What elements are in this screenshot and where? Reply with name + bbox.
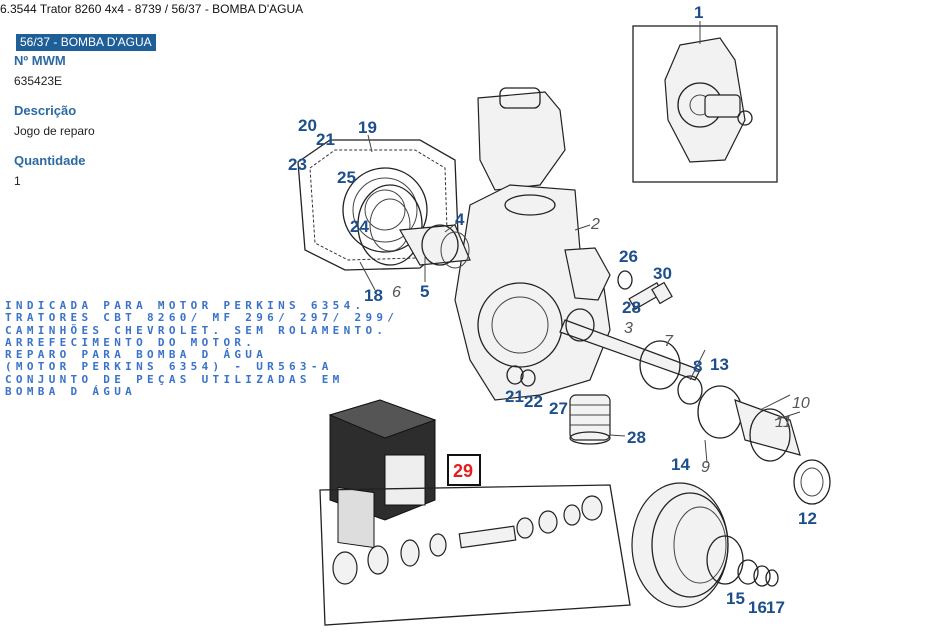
callout-17: 17 xyxy=(766,598,785,617)
callout-22: 22 xyxy=(524,392,543,411)
callout-3: 3 xyxy=(624,320,633,337)
callout-6: 6 xyxy=(392,284,401,301)
callout-9: 9 xyxy=(701,459,710,476)
callout-26: 26 xyxy=(619,247,638,266)
small-washers xyxy=(506,365,536,387)
callout-11: 11 xyxy=(775,414,792,431)
callout-28b: 28 xyxy=(627,428,646,447)
description-label: Descrição xyxy=(14,103,77,118)
callout-28: 28 xyxy=(622,298,641,317)
callout-29: 29 xyxy=(453,461,473,481)
section-badge: 56/37 - BOMBA D'AGUA xyxy=(16,34,156,51)
callout-16: 16 xyxy=(748,598,767,617)
bolt-washers xyxy=(617,270,673,311)
callout-5: 5 xyxy=(420,282,429,301)
mwm-number-label: Nº MWM xyxy=(14,53,66,68)
callout-4: 4 xyxy=(455,210,465,229)
callout-30: 30 xyxy=(653,264,672,283)
impeller-seal xyxy=(357,184,471,269)
shaft-bearing-stack xyxy=(559,308,831,505)
note-line: BOMBA D ÁGUA xyxy=(5,385,137,399)
callout-14: 14 xyxy=(671,455,690,474)
callout-15: 15 xyxy=(726,589,745,608)
callout-13: 13 xyxy=(710,355,729,374)
pulley-hub xyxy=(631,482,779,608)
callout-7: 7 xyxy=(664,333,674,350)
repair-kit xyxy=(319,399,631,626)
application-note: INDICADA PARA MOTOR PERKINS 6354. TRATOR… xyxy=(5,299,425,399)
callout-18: 18 xyxy=(364,286,383,305)
note-line: CONJUNTO DE PEÇAS UTILIZADAS EM xyxy=(5,372,344,386)
assembly-inset xyxy=(632,21,778,183)
callout-25: 25 xyxy=(337,168,356,187)
note-line: CAMINHÕES CHEVROLET. SEM ROLAMENTO. xyxy=(5,323,388,337)
quantity-label: Quantidade xyxy=(14,153,86,168)
callout-23: 23 xyxy=(288,155,307,174)
note-line: TRATORES CBT 8260/ MF 296/ 297/ 299/ xyxy=(5,311,399,325)
callout-2: 2 xyxy=(590,216,600,233)
callout-21b: 21 xyxy=(505,387,524,406)
callout-27: 27 xyxy=(549,399,568,418)
callout-numbers: 1 2 4 5 8 12 13 14 15 16 17 18 19 20 21 … xyxy=(288,3,817,617)
pump-body xyxy=(454,87,611,401)
callout-20: 20 xyxy=(298,116,317,135)
note-line: ARREFECIMENTO DO MOTOR. xyxy=(5,335,257,349)
description-value: Jogo de reparo xyxy=(14,124,95,138)
callout-8: 8 xyxy=(693,357,702,376)
callout-1: 1 xyxy=(694,3,703,22)
callout-24: 24 xyxy=(350,217,369,236)
note-line: INDICADA PARA MOTOR PERKINS 6354. xyxy=(5,299,366,312)
callout-19: 19 xyxy=(358,118,377,137)
callout-10: 10 xyxy=(792,395,810,412)
note-line: (MOTOR PERKINS 6354) - UR563-A xyxy=(5,360,333,374)
breadcrumb: 6.3544 Trator 8260 4x4 - 8739 / 56/37 - … xyxy=(0,2,304,16)
callout-21: 21 xyxy=(316,130,335,149)
hose-clamp xyxy=(569,394,611,445)
mwm-number-value: 635423E xyxy=(14,74,63,88)
callout-12: 12 xyxy=(798,509,817,528)
quantity-value: 1 xyxy=(14,174,21,188)
leader-lines xyxy=(359,134,708,464)
note-line: REPARO PARA BOMBA D ÁGUA xyxy=(5,348,268,362)
